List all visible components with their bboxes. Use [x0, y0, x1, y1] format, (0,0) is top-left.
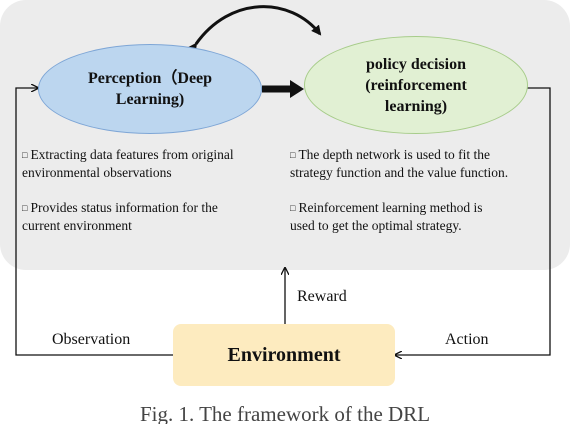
- perception-line-2: Learning): [115, 91, 185, 108]
- bullet-right-2: □Reinforcement learning method is used t…: [290, 200, 483, 233]
- figure-caption: Fig. 1. The framework of the DRL: [139, 402, 431, 424]
- action-label: Action: [445, 331, 489, 348]
- checkbox-icon: □: [290, 203, 296, 213]
- policy-line-1: policy decision: [365, 55, 466, 73]
- bullet-left-2: □Provides status information for the cur…: [22, 200, 218, 233]
- environment-box: Environment: [173, 324, 395, 386]
- bullet-left-1: □Extracting data features from original …: [22, 147, 234, 180]
- action-path: [395, 87, 551, 355]
- observation-path: [15, 88, 173, 356]
- bullet-right-1: □The depth network is used to fit the st…: [290, 147, 509, 180]
- checkbox-icon: □: [290, 150, 296, 160]
- perception-line-1: Perception（Deep: [87, 70, 213, 87]
- policy-line-2: (reinforcement: [365, 76, 467, 94]
- perception-node: Perception（Deep Learning): [38, 44, 262, 134]
- observation-label: Observation: [52, 331, 131, 348]
- policy-node: policy decision (reinforcement learning): [304, 36, 528, 134]
- reward-label: Reward: [297, 288, 347, 305]
- checkbox-icon: □: [22, 150, 28, 160]
- policy-line-3: learning): [384, 97, 448, 115]
- checkbox-icon: □: [22, 203, 28, 213]
- feedback-curve-arrow: [187, 5, 322, 54]
